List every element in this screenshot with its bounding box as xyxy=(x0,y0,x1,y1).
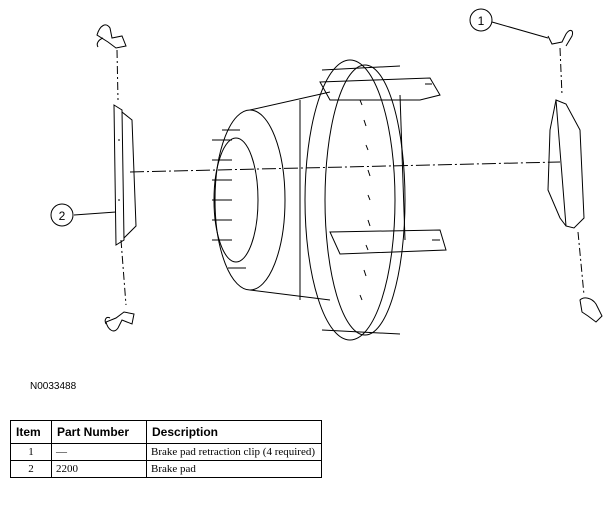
col-header-part-number: Part Number xyxy=(51,420,147,444)
cell-item: 2 xyxy=(10,460,52,478)
col-header-description: Description xyxy=(146,420,322,444)
callout-1-label: 1 xyxy=(478,14,485,28)
table-row: 2 2200 Brake pad xyxy=(10,460,322,478)
brake-pad-left xyxy=(113,104,137,246)
parts-table: Item Part Number Description 1 — Brake p… xyxy=(10,420,322,478)
figure-id: N0033488 xyxy=(30,381,77,392)
cell-part-number: 2200 xyxy=(51,460,147,478)
rotor-hub-assembly xyxy=(212,59,447,341)
brake-assembly-illustration: 1 2 xyxy=(50,8,603,341)
cell-item: 1 xyxy=(10,443,52,461)
cell-description: Brake pad xyxy=(146,460,322,478)
table-header-row: Item Part Number Description xyxy=(10,420,322,444)
callout-2-label: 2 xyxy=(59,209,66,223)
retraction-clip-bottom-right xyxy=(579,297,603,323)
retraction-clip-top-left xyxy=(96,24,127,49)
callout-2: 2 xyxy=(50,203,74,227)
table-row: 1 — Brake pad retraction clip (4 require… xyxy=(10,443,322,461)
col-header-item: Item xyxy=(10,420,52,444)
retraction-clip-bottom-left xyxy=(104,311,135,332)
cell-description: Brake pad retraction clip (4 required) xyxy=(146,443,322,461)
callout-1: 1 xyxy=(469,8,493,32)
retraction-clip-top-right xyxy=(547,29,573,47)
cell-part-number: — xyxy=(51,443,147,461)
brake-pad-right xyxy=(547,99,585,229)
